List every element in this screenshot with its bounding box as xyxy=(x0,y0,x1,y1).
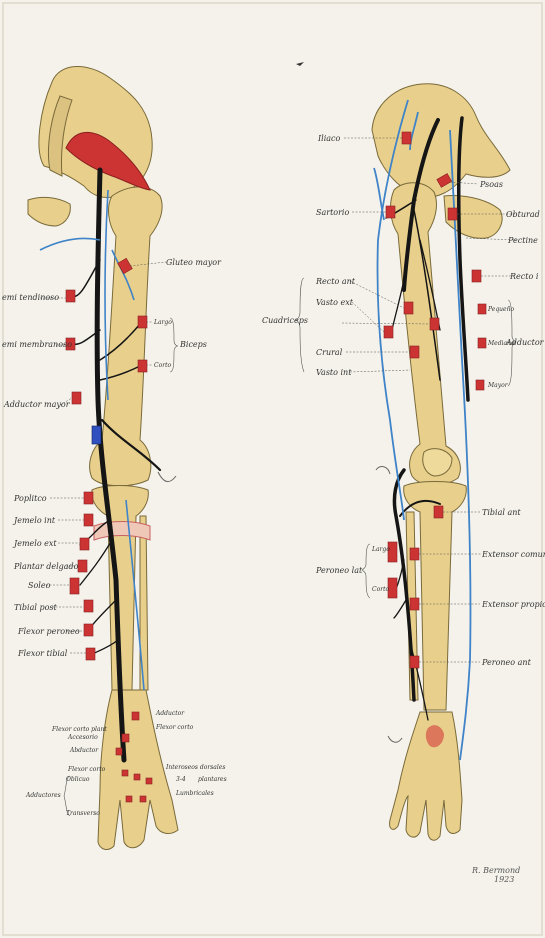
label-accesorio: Accesorio xyxy=(68,734,98,741)
label-biceps: Biceps xyxy=(180,340,207,349)
label-lumbricales: Lumbricales xyxy=(176,790,214,797)
label-semi-membranoso: emi membranoso xyxy=(2,340,72,349)
signature: R. Bermond 1923 xyxy=(472,866,520,884)
label-peroneo-lat: Peroneo lat xyxy=(316,566,362,575)
label-flexor-corto-2: Flexor corto xyxy=(68,766,105,773)
label-plantares-num: 3-4 xyxy=(176,776,186,783)
label-flexor-corto-plant: Flexor corto plant xyxy=(52,726,107,733)
label-psoas: Psoas xyxy=(480,180,503,189)
label-vasto-int: Vasto int xyxy=(316,368,351,377)
signature-name: R. Bermond xyxy=(472,866,520,875)
label-plantares: plantares xyxy=(198,776,227,783)
label-plantar-delgado: Plantar delgado xyxy=(14,562,78,571)
label-abductor: Abductor xyxy=(70,747,98,754)
label-extensor-propio: Extensor propio xyxy=(482,600,545,609)
label-crural: Crural xyxy=(316,348,342,357)
label-obturador: Obturad xyxy=(506,210,540,219)
label-peroneo-largo: Largo xyxy=(372,546,390,553)
label-biceps-corto: Corto xyxy=(154,362,171,369)
label-semi-tendinoso: emi tendinoso xyxy=(2,293,59,302)
label-transverso: Transverso xyxy=(66,810,100,817)
label-sartorio: Sartorio xyxy=(316,208,349,217)
label-adductor-mayor-r: Mayor xyxy=(488,382,508,389)
label-biceps-largo: Largo xyxy=(154,319,172,326)
label-tibial-post: Tibial post xyxy=(14,603,57,612)
label-recto-int: Recto i xyxy=(510,272,538,281)
label-adductores: Adductores xyxy=(26,792,61,799)
label-adductor-mayor: Adductor mayor xyxy=(4,400,70,409)
label-adductor-foot: Adductor xyxy=(156,710,184,717)
label-gemelo-int: Jemelo int xyxy=(14,516,55,525)
label-oblicuo: Oblicuo xyxy=(66,776,89,783)
label-gluteo-mayor: Gluteo mayor xyxy=(166,258,221,267)
label-vasto-ext: Vasto ext xyxy=(316,298,353,307)
label-cuadriceps: Cuadriceps xyxy=(262,316,308,325)
label-peroneo-corto: Corto xyxy=(372,586,389,593)
label-soleo: Soleo xyxy=(28,581,50,590)
label-tibial-ant: Tibial ant xyxy=(482,508,521,517)
label-recto-ant: Recto ant xyxy=(316,277,355,286)
label-iliaco: Iliaco xyxy=(318,134,340,143)
label-flexor-corto: Flexor corto xyxy=(156,724,193,731)
label-extensor-comun: Extensor comun xyxy=(482,550,545,559)
label-gemelo-ext: Jemelo ext xyxy=(14,539,57,548)
label-pectineo: Pectine xyxy=(508,236,538,245)
label-popliteo: Poplitco xyxy=(14,494,47,503)
signature-year: 1923 xyxy=(472,875,514,884)
label-flexor-tibial: Flexor tibial xyxy=(18,649,67,658)
label-peroneo-ant: Peroneo ant xyxy=(482,658,531,667)
label-adductor-group: Adductor xyxy=(506,338,544,347)
label-interoseos-dorsales: Interoseos dorsales xyxy=(166,764,225,771)
label-adductor-pequeno: Pequeño xyxy=(488,306,514,313)
label-flexor-peroneo: Flexor peroneo xyxy=(18,627,80,636)
